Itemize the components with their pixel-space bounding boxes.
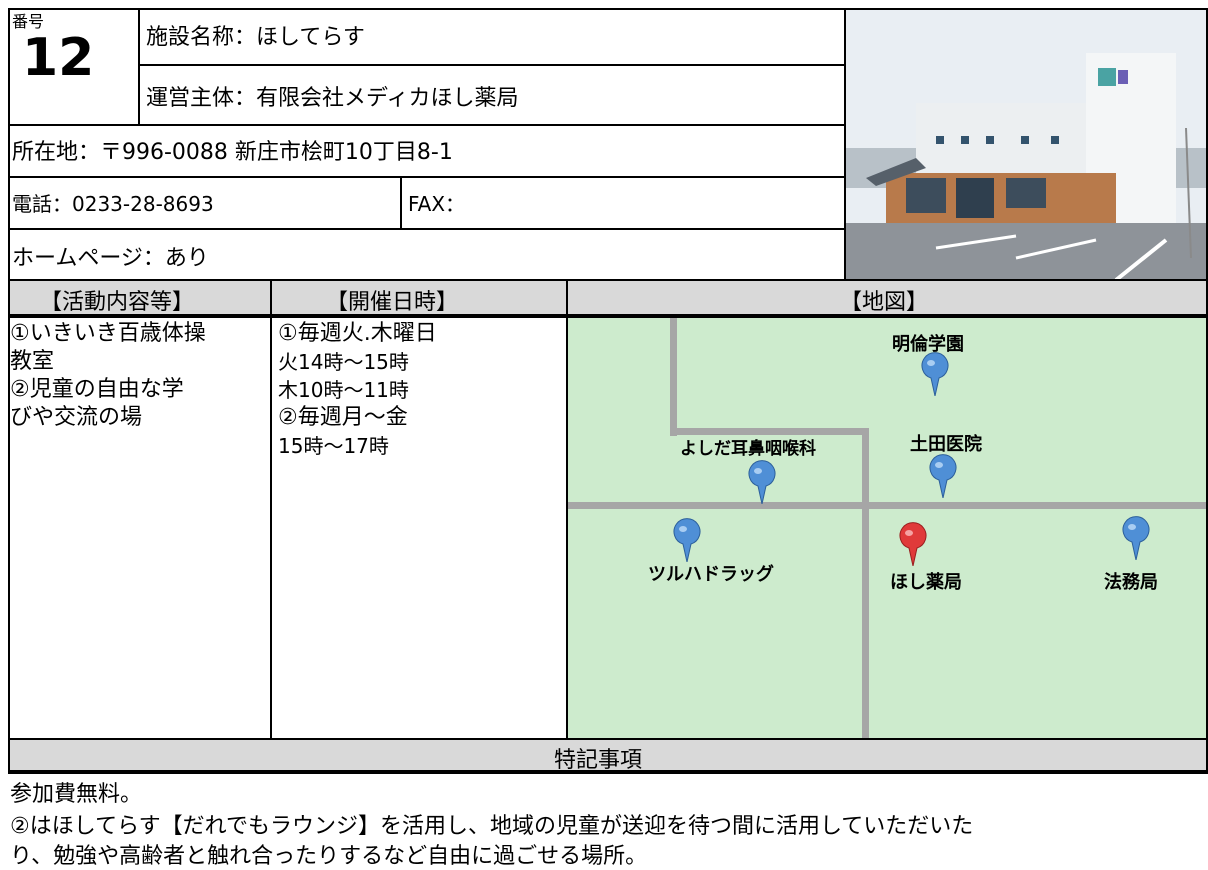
table-border bbox=[138, 8, 140, 126]
schedule-line: 火14時～15時 bbox=[278, 350, 409, 374]
building-illustration bbox=[846, 8, 1208, 280]
map-label-tsuchida: 土田医院 bbox=[910, 434, 982, 455]
table-border bbox=[8, 124, 846, 126]
map-label-meirin: 明倫学園 bbox=[892, 334, 964, 355]
facility-photo bbox=[846, 8, 1208, 280]
facility-name: 施設名称：ほしてらす bbox=[146, 25, 365, 50]
table-border bbox=[8, 176, 846, 178]
map-pin-icon bbox=[1122, 516, 1150, 560]
table-border bbox=[566, 280, 568, 740]
activity-line: ②児童の自由な学 bbox=[10, 377, 184, 402]
notes-line: ②はほしてらす【だれでもラウンジ】を活用し、地域の児童が送迎を待つ間に活用してい… bbox=[10, 814, 974, 839]
road bbox=[670, 318, 677, 436]
address: 所在地：〒996-0088 新庄市桧町10丁目8-1 bbox=[12, 140, 453, 165]
activity-line: ①いきいき百歳体操 bbox=[10, 321, 206, 346]
map-pin-red-icon bbox=[899, 522, 927, 566]
table-border bbox=[8, 770, 1208, 774]
table-border bbox=[8, 8, 1208, 10]
fax-number: FAX： bbox=[408, 192, 466, 216]
schedule-content: ①毎週火.木曜日 火14時～15時 木10時～11時 ②毎週月～金 15時～17… bbox=[278, 320, 437, 460]
map-label-houmu: 法務局 bbox=[1104, 572, 1158, 593]
map: 明倫学園 よしだ耳鼻咽喉科 土田医院 ツルハドラッグ ほし薬局 法務局 bbox=[568, 318, 1208, 738]
schedule-line: ①毎週火.木曜日 bbox=[278, 321, 437, 346]
schedule-title: 【開催日時】 bbox=[326, 290, 459, 315]
table-border bbox=[8, 738, 1208, 740]
table-border bbox=[1206, 8, 1208, 774]
notes-title: 特記事項 bbox=[554, 748, 643, 773]
facility-number: 12 bbox=[22, 28, 95, 88]
table-border bbox=[8, 314, 1208, 318]
activities-content: ①いきいき百歳体操 教室 ②児童の自由な学 びや交流の場 bbox=[10, 320, 206, 432]
section-header-row bbox=[8, 280, 1208, 316]
table-border bbox=[8, 228, 846, 230]
table-border bbox=[844, 8, 846, 280]
phone-number: 電話：0233-28-8693 bbox=[12, 192, 214, 216]
map-pin-icon bbox=[748, 460, 776, 504]
table-border bbox=[270, 280, 272, 740]
road bbox=[670, 428, 868, 435]
activity-line: びや交流の場 bbox=[10, 405, 143, 430]
notes-header-row bbox=[8, 740, 1208, 772]
table-border bbox=[8, 8, 10, 774]
table-border bbox=[138, 64, 846, 66]
map-label-yoshida: よしだ耳鼻咽喉科 bbox=[680, 439, 816, 459]
road bbox=[568, 502, 1208, 509]
notes-line: 参加費無料。 bbox=[10, 782, 143, 807]
operator: 運営主体：有限会社メディカほし薬局 bbox=[146, 86, 519, 111]
map-pin-icon bbox=[921, 352, 949, 396]
map-title: 【地図】 bbox=[840, 290, 929, 315]
map-pin-icon bbox=[929, 454, 957, 498]
table-border bbox=[400, 176, 402, 228]
homepage: ホームページ：あり bbox=[12, 246, 209, 271]
schedule-line: 木10時～11時 bbox=[278, 378, 409, 402]
schedule-line: ②毎週月～金 bbox=[278, 405, 408, 430]
map-pin-icon bbox=[673, 518, 701, 562]
map-label-hoshi: ほし薬局 bbox=[890, 572, 962, 593]
activities-title: 【活動内容等】 bbox=[40, 290, 195, 315]
notes-line: り、勉強や高齢者と触れ合ったりするなど自由に過ごせる場所。 bbox=[10, 844, 648, 869]
table-border bbox=[8, 279, 1208, 281]
activity-line: 教室 bbox=[10, 349, 55, 374]
road bbox=[862, 428, 869, 738]
map-label-tsuruha: ツルハドラッグ bbox=[648, 564, 774, 585]
number-label: 番号 bbox=[12, 12, 45, 31]
schedule-line: 15時～17時 bbox=[278, 434, 389, 458]
